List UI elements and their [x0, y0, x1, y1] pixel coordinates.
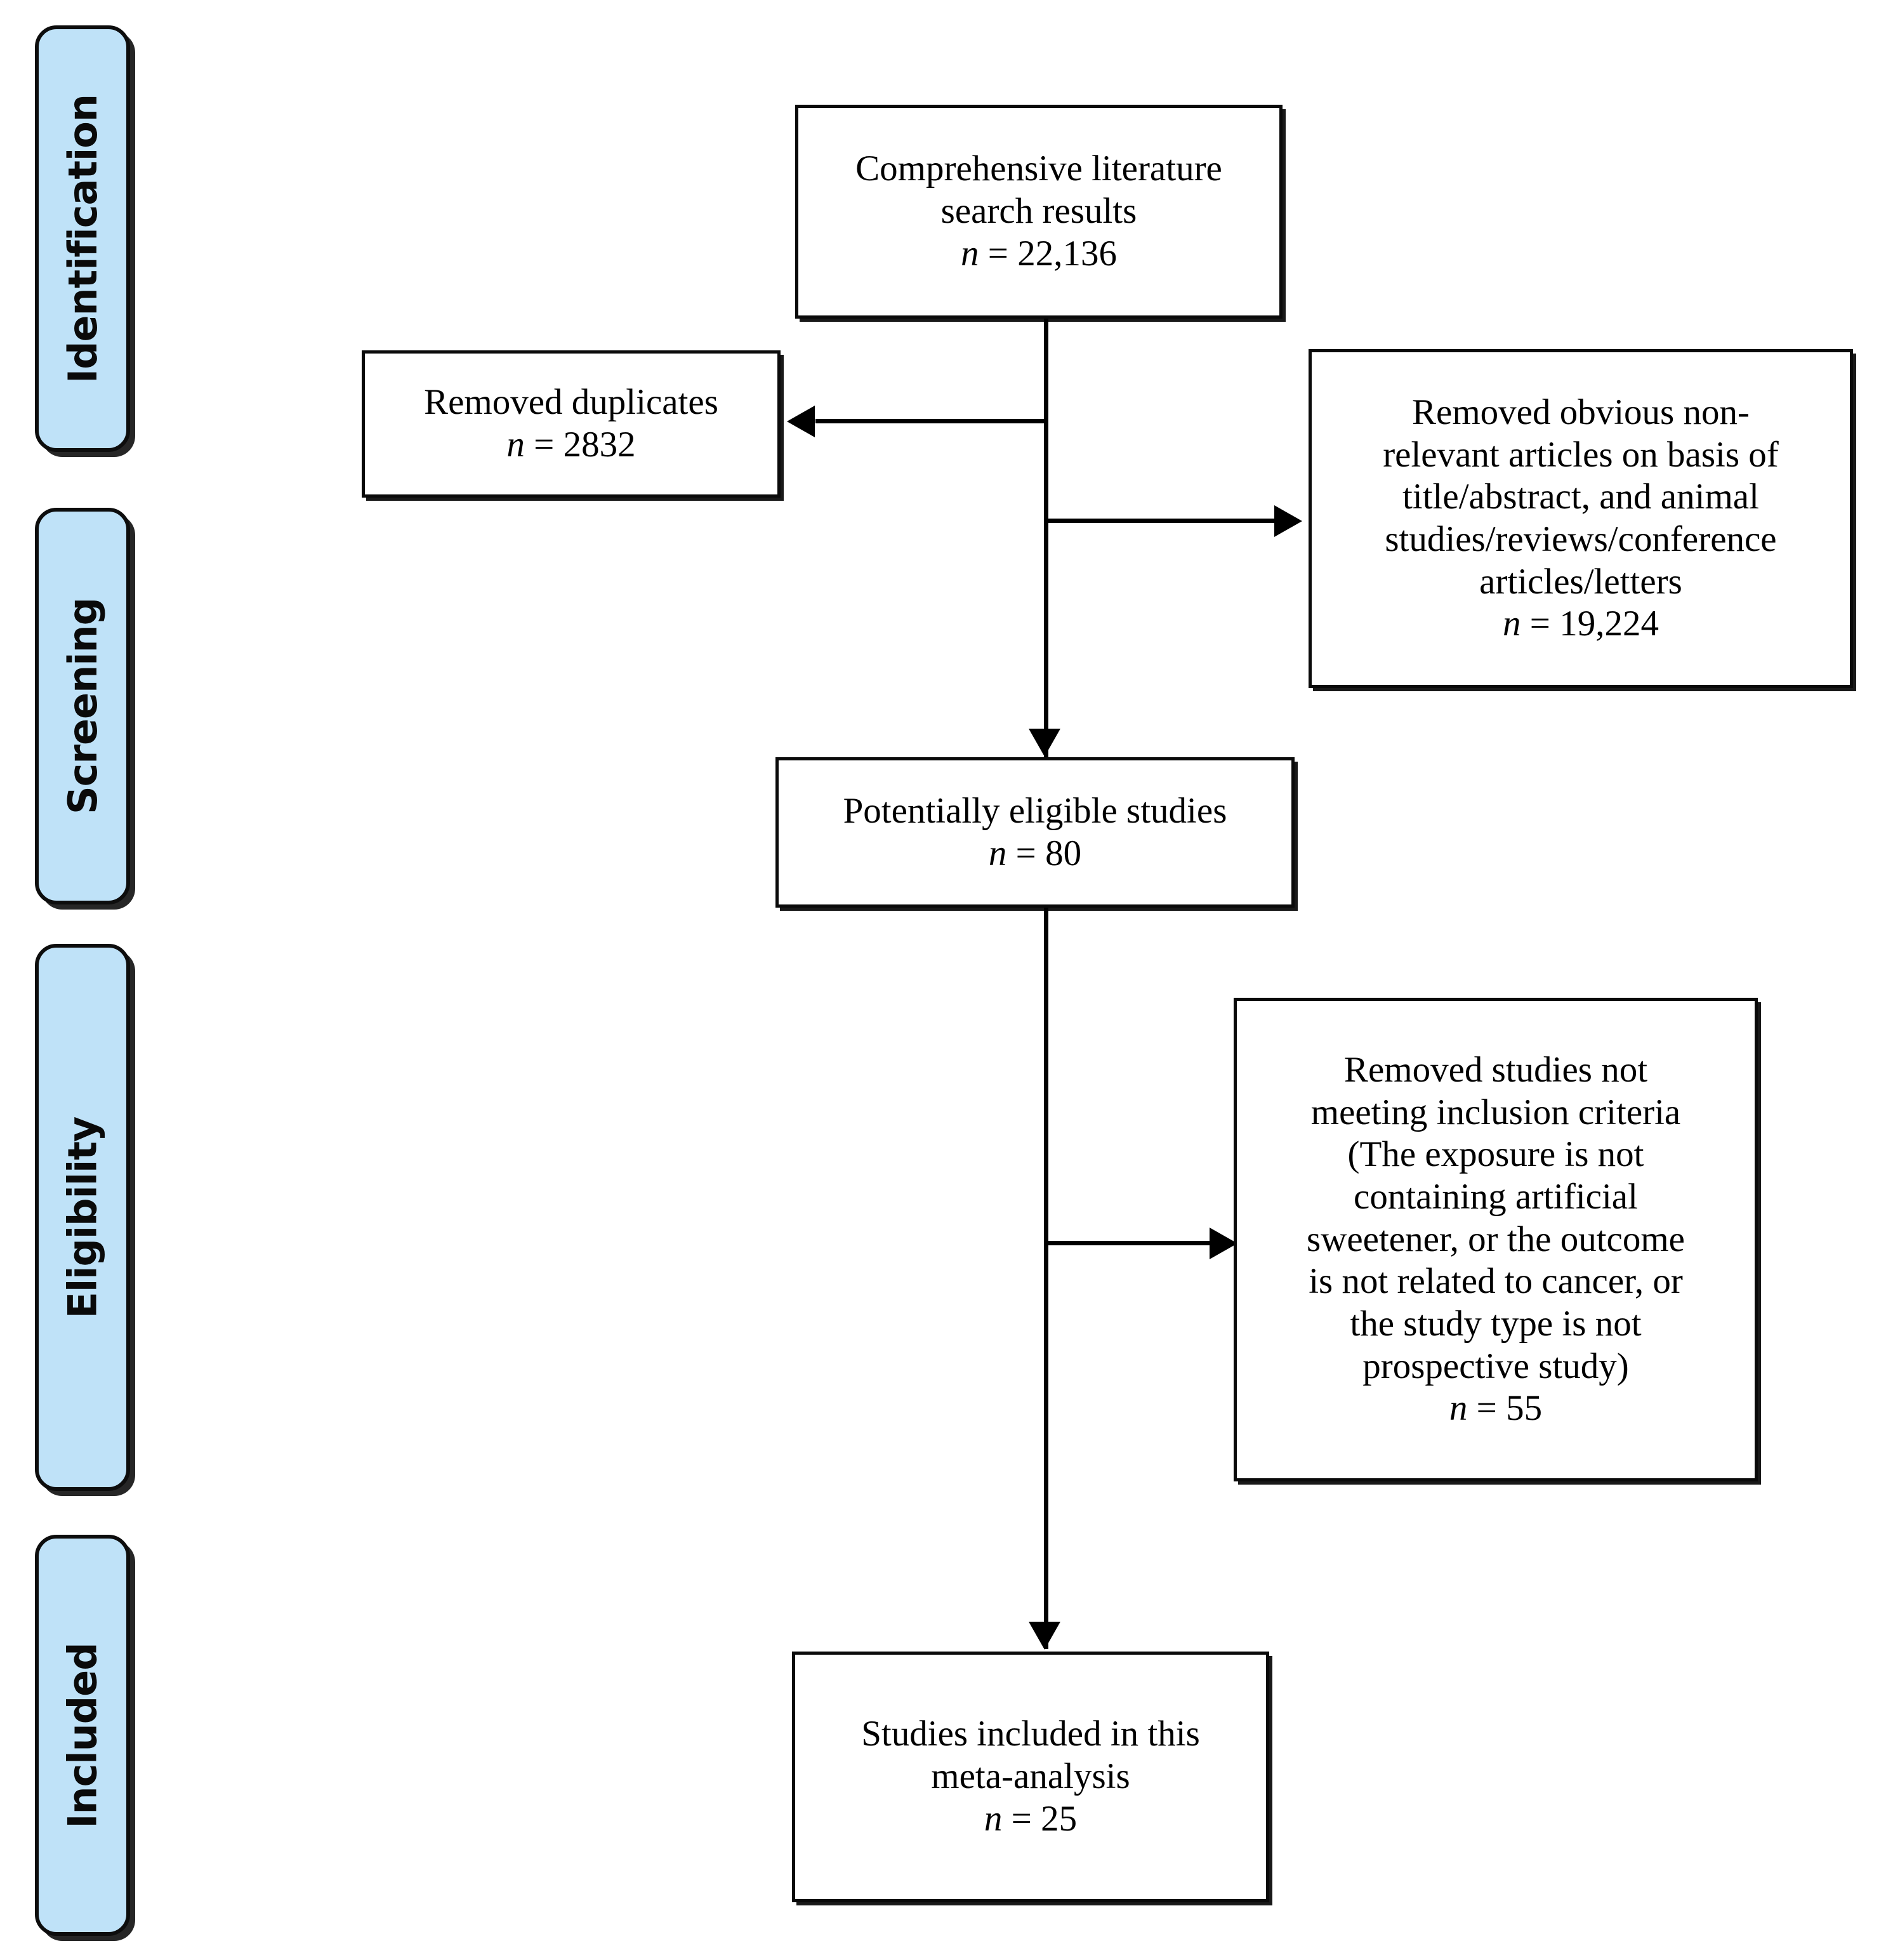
n-value-removed-non-relevant: 19,224: [1559, 604, 1659, 644]
arrowhead-to-removed-non-relevant: [1274, 505, 1302, 537]
box-text-studies-included: Studies included in this meta-analysis: [861, 1714, 1200, 1797]
box-n-potentially-eligible: n = 80: [989, 833, 1081, 875]
box-comprehensive-literature-search-results: Comprehensive literature search results …: [795, 105, 1283, 319]
box-n-studies-included: n = 25: [984, 1798, 1077, 1841]
stage-label-included: Included: [59, 1642, 106, 1829]
n-equals-studies-included: =: [1002, 1798, 1041, 1839]
n-value-search-results: 22,136: [1017, 233, 1117, 274]
n-symbol-search-results: n: [961, 233, 979, 274]
arrowhead-to-potentially-eligible: [1029, 729, 1060, 757]
n-symbol-studies-included: n: [984, 1798, 1003, 1839]
connector-screening-spine: [1044, 908, 1048, 1649]
arrowhead-to-studies-included: [1029, 1622, 1060, 1650]
arrowhead-to-removed-duplicates: [787, 406, 815, 437]
box-removed-duplicates: Removed duplicates n = 2832: [362, 350, 781, 498]
stage-label-screening: Screening: [59, 598, 106, 814]
box-text-potentially-eligible: Potentially eligible studies: [843, 790, 1227, 831]
n-value-potentially-eligible: 80: [1045, 833, 1082, 873]
box-text-removed-not-meeting: Removed studies not meeting inclusion cr…: [1307, 1049, 1685, 1386]
stage-label-identification: Identification: [59, 94, 106, 383]
box-studies-included-in-this-meta-analysis: Studies included in this meta-analysis n…: [792, 1652, 1269, 1902]
n-symbol-removed-not-meeting: n: [1449, 1388, 1468, 1429]
n-symbol-removed-non-relevant: n: [1503, 604, 1521, 644]
stage-label-eligibility: Eligibility: [59, 1116, 106, 1318]
box-n-removed-non-relevant: n = 19,224: [1503, 603, 1659, 646]
n-value-studies-included: 25: [1041, 1798, 1078, 1839]
box-text-removed-duplicates: Removed duplicates: [424, 382, 718, 423]
stage-pill-screening: Screening: [35, 508, 130, 904]
box-n-search-results: n = 22,136: [961, 233, 1117, 275]
n-value-removed-duplicates: 2832: [563, 425, 636, 465]
n-equals-removed-non-relevant: =: [1520, 604, 1560, 644]
n-symbol-potentially-eligible: n: [988, 833, 1007, 873]
connector-to-removed-not-meeting: [1044, 1241, 1214, 1245]
arrowhead-to-removed-not-meeting: [1210, 1228, 1237, 1259]
n-equals-potentially-eligible: =: [1006, 833, 1046, 873]
box-potentially-eligible-studies: Potentially eligible studies n = 80: [775, 757, 1295, 908]
box-removed-studies-not-meeting-inclusion-criteria: Removed studies not meeting inclusion cr…: [1234, 998, 1758, 1481]
n-value-removed-not-meeting: 55: [1506, 1388, 1543, 1429]
stage-pill-included: Included: [35, 1535, 130, 1936]
box-n-removed-duplicates: n = 2832: [506, 424, 635, 467]
box-n-removed-not-meeting: n = 55: [1449, 1387, 1542, 1430]
box-text-removed-non-relevant: Removed obvious non- relevant articles o…: [1383, 392, 1779, 602]
n-symbol-removed-duplicates: n: [506, 425, 525, 465]
n-equals-removed-duplicates: =: [524, 425, 564, 465]
stage-pill-identification: Identification: [35, 25, 130, 452]
connector-identification-spine: [1044, 317, 1048, 762]
connector-to-removed-non-relevant: [1044, 519, 1276, 523]
n-equals-removed-not-meeting: =: [1467, 1388, 1507, 1429]
connector-to-removed-duplicates: [815, 419, 1045, 423]
box-removed-obvious-non-relevant-articles: Removed obvious non- relevant articles o…: [1309, 349, 1853, 688]
stage-pill-eligibility: Eligibility: [35, 944, 130, 1491]
n-equals-search-results: =: [979, 233, 1018, 274]
box-text-search-results: Comprehensive literature search results: [855, 149, 1222, 232]
